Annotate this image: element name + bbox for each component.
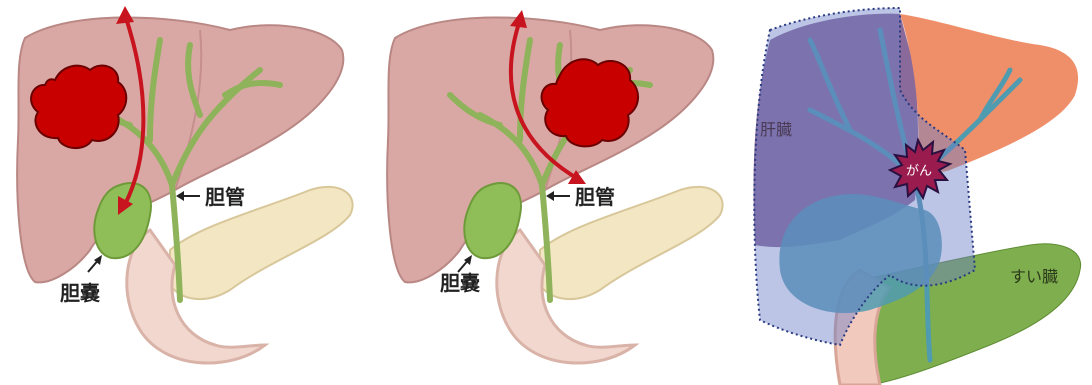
cancer-resection-diagram: 肝臓 がん すい臓 <box>740 0 1092 385</box>
duct-label: 胆管 <box>205 185 245 209</box>
arrow-head-top <box>116 6 134 24</box>
pancreas-label: すい臓 <box>1010 267 1058 286</box>
gallbladder-label: 胆嚢 <box>440 271 481 295</box>
liver-illustration-left: 胆管 胆嚢 <box>0 0 365 385</box>
duct-pointer-head <box>546 191 554 201</box>
duct-pointer-head <box>176 191 184 201</box>
liver-diagram-left: 胆管 胆嚢 <box>0 0 365 385</box>
resection-illustration: 肝臓 がん すい臓 <box>740 0 1092 385</box>
gallbladder-label: 胆嚢 <box>60 281 101 305</box>
pancreas <box>540 187 723 299</box>
liver-label: 肝臓 <box>760 120 792 139</box>
cancer-label: がん <box>906 164 932 179</box>
liver-diagram-middle: 胆管 胆嚢 <box>370 0 735 385</box>
liver-illustration-middle: 胆管 胆嚢 <box>370 0 735 385</box>
duct-label: 胆管 <box>575 185 615 209</box>
pancreas <box>170 187 353 299</box>
